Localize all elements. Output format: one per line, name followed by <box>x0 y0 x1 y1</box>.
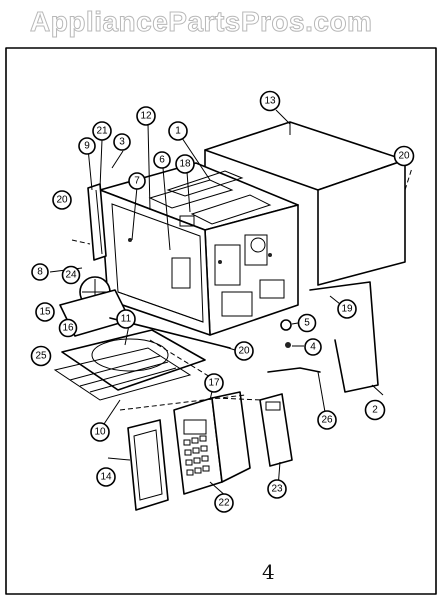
fan-assembly <box>59 276 131 337</box>
svg-text:14: 14 <box>100 472 112 483</box>
callout-21: 20 <box>234 341 254 361</box>
callout-25: 24 <box>61 265 81 285</box>
callout-15: 15 <box>35 302 55 322</box>
callout-16: 16 <box>58 318 78 338</box>
callout-17: 17 <box>204 373 224 393</box>
callout-13: 13 <box>259 90 281 112</box>
callout-27: 26 <box>317 410 337 430</box>
page-border <box>5 47 437 595</box>
control-cover <box>259 393 293 467</box>
callout-10: 10 <box>90 422 110 442</box>
callout-22: 21 <box>92 121 112 141</box>
callout-4: 4 <box>304 338 322 356</box>
svg-text:16: 16 <box>62 323 74 334</box>
callout-23: 22 <box>214 493 234 513</box>
callout-8: 8 <box>31 263 49 281</box>
base-tray <box>53 329 206 401</box>
callout-19: 19 <box>337 299 357 319</box>
svg-text:3: 3 <box>119 137 125 148</box>
svg-text:9: 9 <box>84 141 90 152</box>
svg-text:12: 12 <box>140 111 152 122</box>
svg-text:7: 7 <box>134 176 140 187</box>
callout-6: 6 <box>153 151 171 169</box>
watermark-logo: AppliancePartsPros.com <box>29 6 373 38</box>
svg-text:13: 13 <box>264 96 276 107</box>
callout-24: 23 <box>267 479 287 499</box>
assembly-lines <box>71 167 413 411</box>
svg-text:24: 24 <box>65 270 77 281</box>
callout-2: 2 <box>364 399 386 421</box>
svg-text:2: 2 <box>372 405 378 416</box>
svg-text:25: 25 <box>35 351 47 362</box>
oven-chassis <box>99 162 299 336</box>
callout-20-right: 20 <box>393 145 415 167</box>
svg-text:19: 19 <box>341 304 353 315</box>
svg-text:17: 17 <box>208 378 220 389</box>
callout-20-left: 20 <box>52 190 72 210</box>
wire-part <box>267 367 321 373</box>
callout-12: 12 <box>136 106 156 126</box>
page-number: 4 <box>262 560 275 584</box>
callout-11: 11 <box>116 309 136 329</box>
svg-text:26: 26 <box>321 415 333 426</box>
callout-26: 25 <box>30 345 52 367</box>
svg-text:8: 8 <box>37 267 43 278</box>
svg-text:10: 10 <box>94 427 106 438</box>
screw-part <box>285 342 291 348</box>
callout-5: 5 <box>297 313 317 333</box>
svg-text:20: 20 <box>56 195 68 206</box>
power-cord <box>309 281 379 393</box>
svg-text:22: 22 <box>218 498 230 509</box>
svg-text:4: 4 <box>310 342 316 353</box>
svg-text:21: 21 <box>96 126 108 137</box>
callout-7: 7 <box>128 172 146 190</box>
svg-text:6: 6 <box>159 155 165 166</box>
callout-18: 18 <box>175 154 195 174</box>
svg-text:20: 20 <box>238 346 250 357</box>
front-frame <box>87 183 107 261</box>
callout-14: 14 <box>96 467 116 487</box>
callout-1: 1 <box>168 121 188 141</box>
svg-text:18: 18 <box>179 159 191 170</box>
knob-part <box>280 319 292 331</box>
outer-cabinet <box>204 121 406 286</box>
svg-text:20: 20 <box>398 151 410 162</box>
svg-text:1: 1 <box>175 126 181 137</box>
callout-9: 9 <box>78 137 96 155</box>
door-part <box>127 419 169 511</box>
control-panel <box>173 391 251 495</box>
svg-text:23: 23 <box>271 484 283 495</box>
svg-text:5: 5 <box>304 318 310 329</box>
callout-3: 3 <box>113 133 131 151</box>
svg-text:15: 15 <box>39 307 51 318</box>
svg-text:11: 11 <box>121 314 132 325</box>
